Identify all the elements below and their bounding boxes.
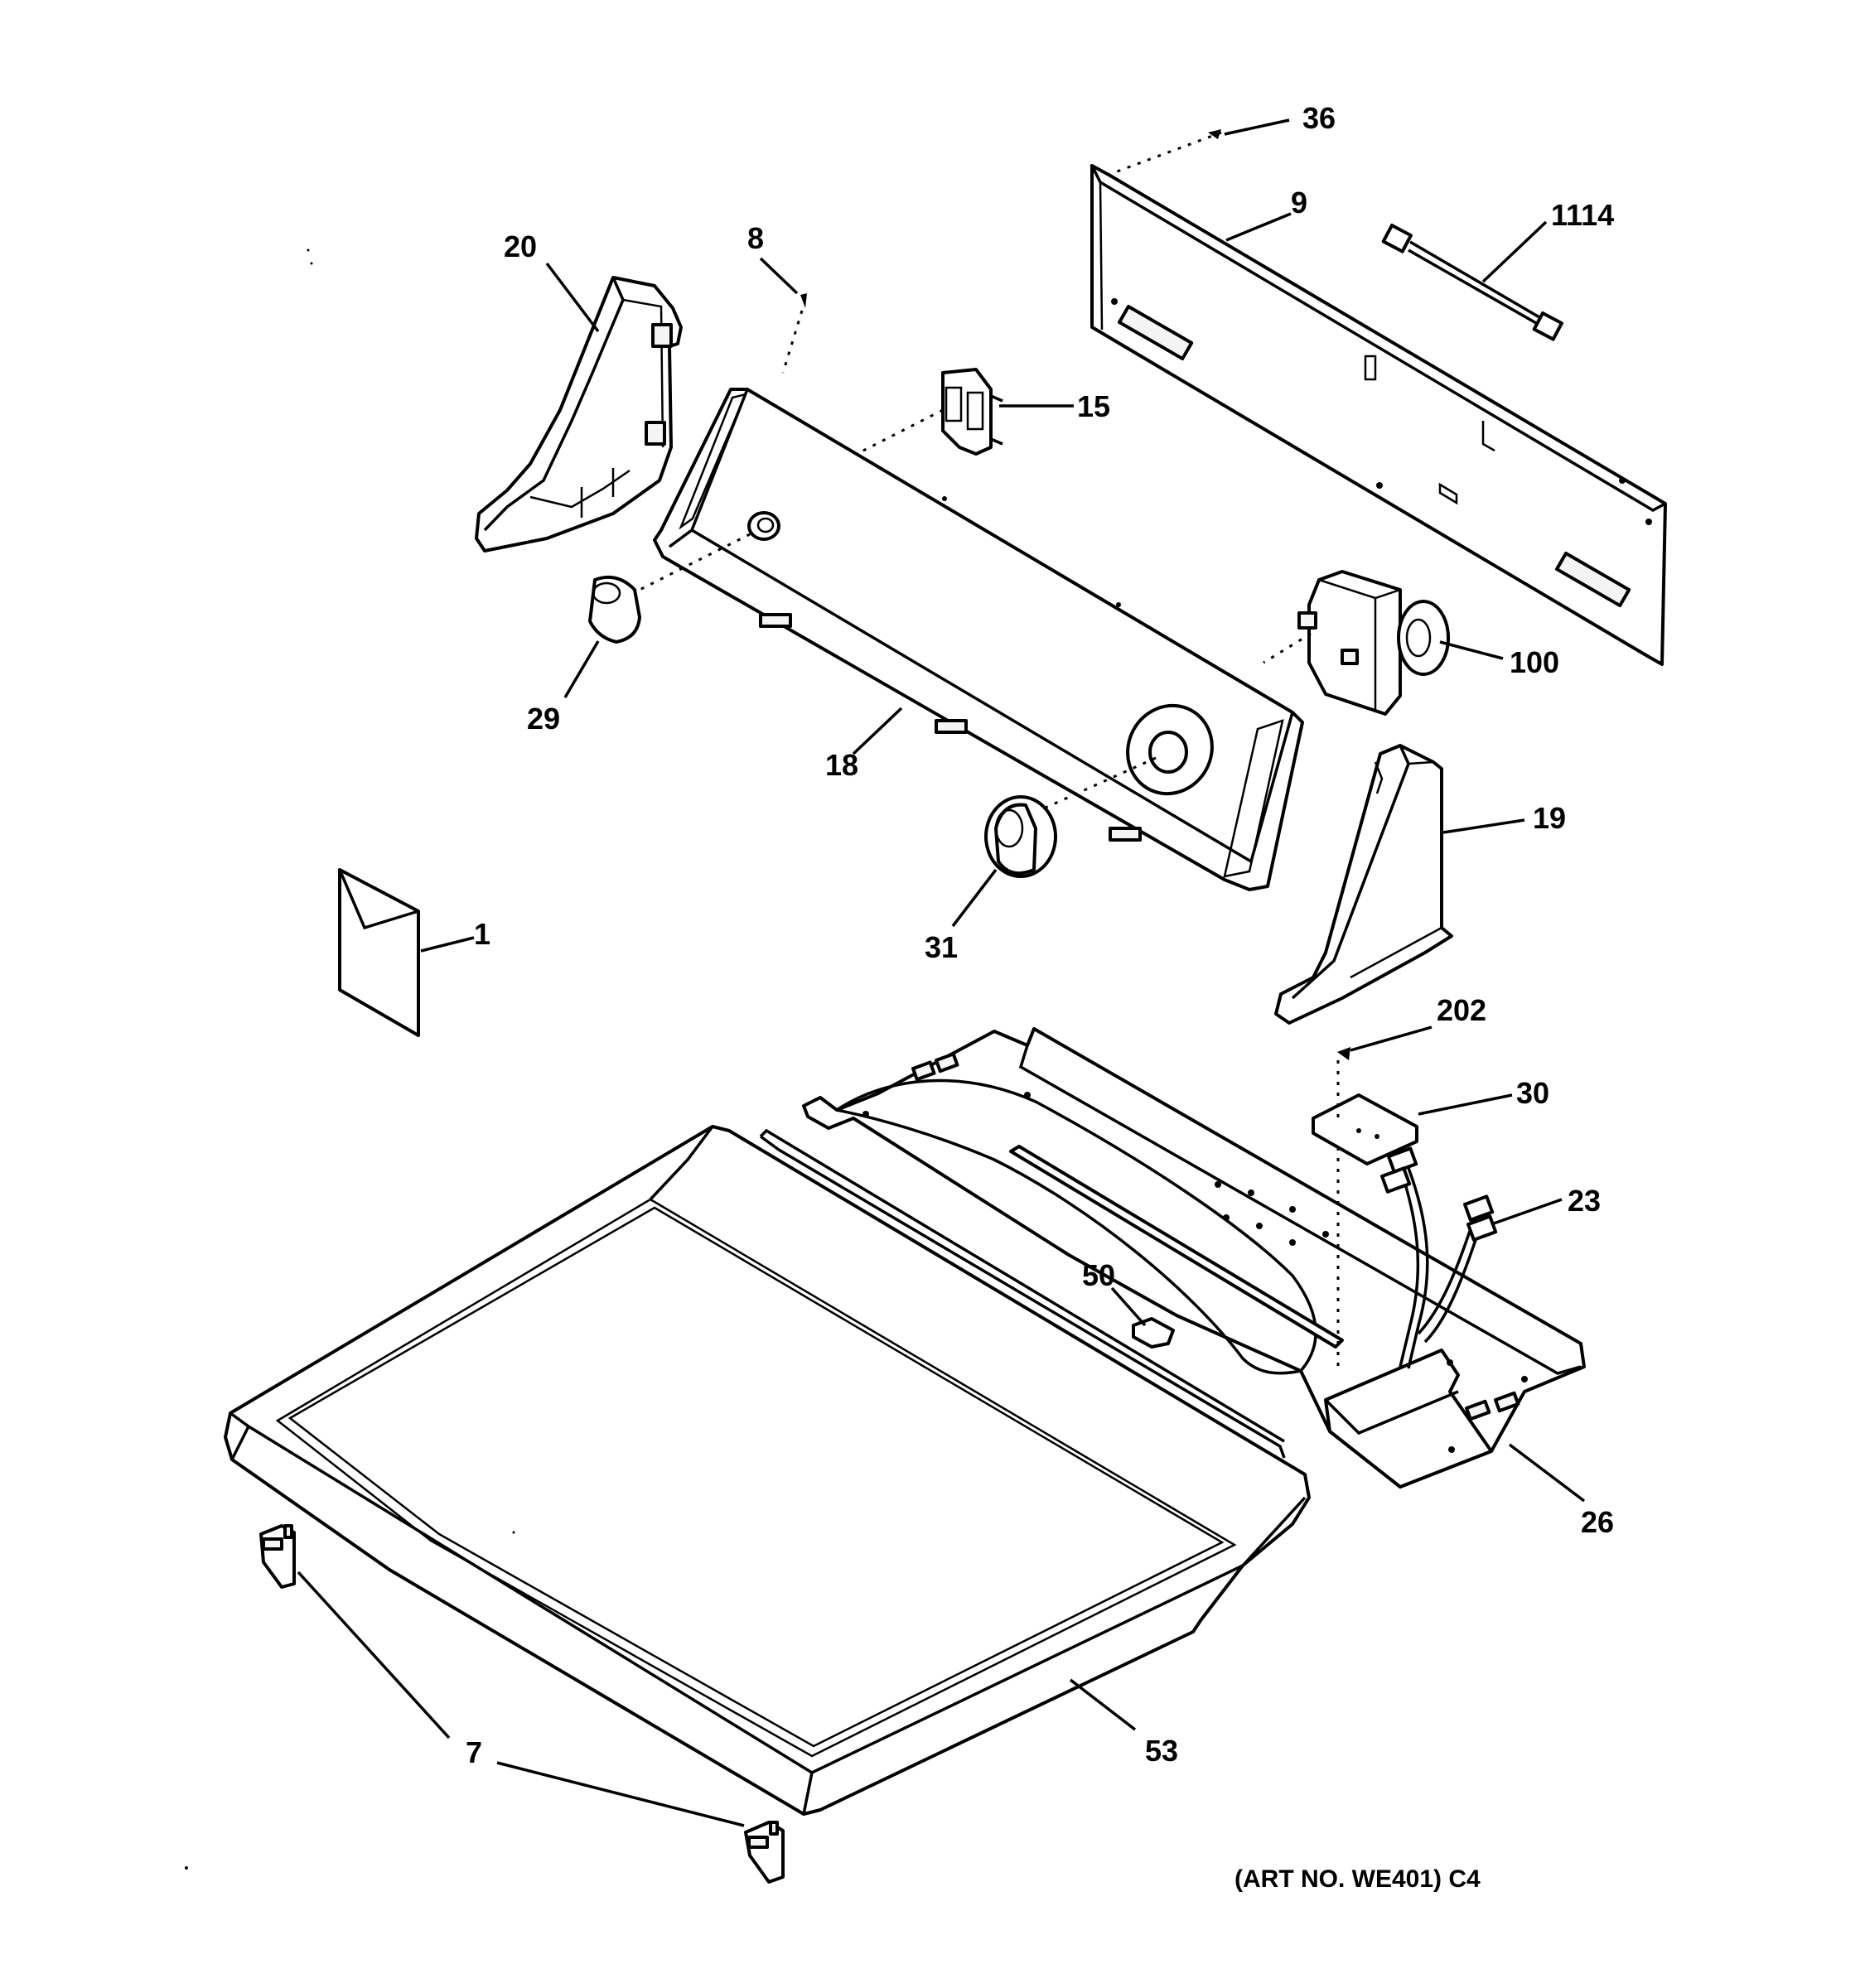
part-30-plate bbox=[1312, 1093, 1418, 1165]
callout-8: 8 bbox=[747, 221, 764, 255]
callout-50: 50 bbox=[1082, 1258, 1115, 1292]
callout-30: 30 bbox=[1516, 1076, 1549, 1110]
leader-lines bbox=[297, 118, 1586, 1827]
callout-23: 23 bbox=[1568, 1184, 1601, 1218]
callout-31: 31 bbox=[925, 930, 958, 964]
part-36-screw bbox=[1208, 129, 1221, 139]
callout-202: 202 bbox=[1437, 993, 1486, 1027]
part-202-screw bbox=[1337, 1047, 1350, 1060]
callout-15: 15 bbox=[1077, 389, 1110, 423]
part-31-timer-knob bbox=[984, 795, 1057, 878]
callout-53: 53 bbox=[1145, 1734, 1178, 1768]
part-100-timer bbox=[1297, 570, 1450, 716]
callout-29: 29 bbox=[527, 702, 560, 736]
scan-specks bbox=[185, 248, 515, 1870]
part-15-switch bbox=[941, 368, 1003, 456]
callout-26: 26 bbox=[1581, 1505, 1614, 1539]
callout-20: 20 bbox=[504, 229, 537, 263]
part-53-cabinet-top bbox=[224, 1125, 1311, 1816]
assembly-lines bbox=[639, 131, 1340, 1367]
part-7-hinge-lower bbox=[744, 1821, 785, 1884]
part-1114-harness bbox=[1381, 224, 1563, 341]
part-26-top-base bbox=[802, 1027, 1586, 1489]
callout-7: 7 bbox=[466, 1735, 482, 1769]
callout-9: 9 bbox=[1291, 186, 1307, 220]
callout-1: 1 bbox=[474, 917, 490, 951]
art-number: (ART NO. WE401) C4 bbox=[1234, 1865, 1481, 1893]
callout-labels: 36 9 1114 20 8 15 100 29 18 19 31 1 202 … bbox=[466, 101, 1614, 1769]
part-23-wire-harness bbox=[1380, 1146, 1498, 1369]
part-8-screw bbox=[800, 293, 807, 308]
part-50-clip bbox=[1132, 1317, 1175, 1349]
part-18-control-panel bbox=[653, 388, 1304, 891]
part-29-small-knob bbox=[588, 576, 641, 644]
part-20-left-endcap bbox=[475, 276, 683, 552]
callout-18: 18 bbox=[825, 748, 858, 782]
callout-36: 36 bbox=[1302, 101, 1336, 135]
callout-19: 19 bbox=[1533, 801, 1566, 835]
part-7-hinge-upper bbox=[259, 1524, 296, 1589]
callout-1114: 1114 bbox=[1551, 198, 1614, 232]
part-1-literature bbox=[338, 868, 420, 1037]
part-19-right-endcap bbox=[1274, 744, 1453, 1025]
part-9-rear-panel bbox=[1090, 164, 1667, 666]
callout-100: 100 bbox=[1510, 645, 1559, 679]
